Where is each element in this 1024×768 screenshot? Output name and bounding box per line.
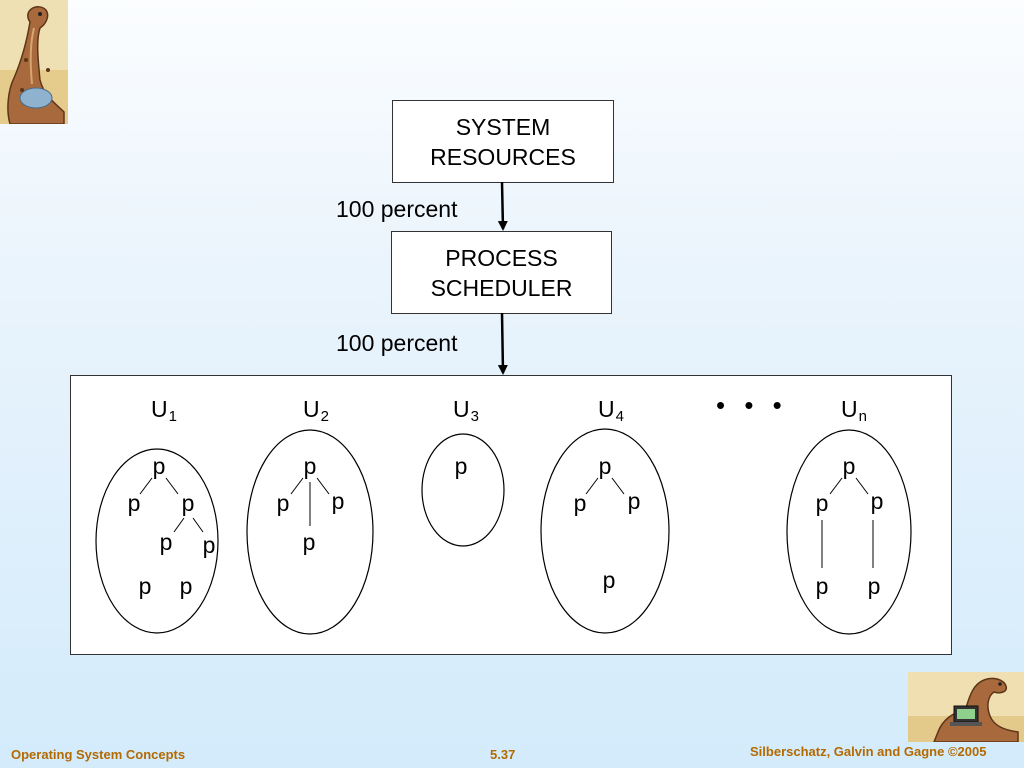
process-scheduler-line-2: SCHEDULER [430,274,573,301]
u2-edge [316,477,330,495]
edge-label-scheduler-to-users: 100 percent [336,330,458,356]
process-node: p [128,490,141,516]
u2-edge [290,477,304,495]
dinosaur-logo-icon [0,0,68,125]
process-node: p [277,490,290,516]
process-node: p [180,573,193,599]
footer-title: Operating System Concepts [11,747,186,762]
process-node: p [139,573,152,599]
user-label-3: U3 [453,396,479,425]
u1-edge [192,517,204,533]
footer-copyright: Silberschatz, Galvin and Gagne ©2005 [750,744,987,759]
user-label-n: Un [841,396,867,425]
process-node: p [603,567,616,593]
process-node: p [843,453,856,479]
process-node: p [182,490,195,516]
footer-page-number: 5.37 [490,747,516,762]
arrow-scheduler-to-users [497,312,508,375]
process-node: p [816,490,829,516]
u4-edge [585,477,599,495]
process-node: p [871,488,884,514]
system-resources-line-2: RESOURCES [430,143,576,170]
user-1-ellipse [95,448,219,634]
process-node: p [153,453,166,479]
process-node: p [303,529,316,555]
dinosaur-laptop-logo-icon [908,672,1024,743]
process-node: p [574,490,587,516]
users-container [70,375,952,655]
user-label-2: U2 [303,396,329,425]
user-4-ellipse [540,428,670,634]
u4-edge [611,477,625,495]
u1-edge [165,477,179,495]
process-node: p [599,453,612,479]
process-node: p [628,488,641,514]
process-node: p [816,573,829,599]
user-n-ellipse [786,429,912,635]
u1-edge [173,517,185,533]
process-node: p [332,488,345,514]
u1-edge [139,477,153,495]
arrow-resources-to-scheduler [497,181,508,231]
user-label-4: U4 [598,396,624,425]
user-2-ellipse [246,429,374,635]
edge-label-resources-to-scheduler: 100 percent [336,196,458,222]
process-node: p [203,532,216,558]
process-node: p [868,573,881,599]
un-edge [855,477,869,495]
un-edge [829,477,843,495]
user-3-ellipse [421,433,505,547]
user-label-1: U1 [151,396,177,425]
process-scheduler-line-1: PROCESS [445,244,558,271]
system-resources-line-1: SYSTEM [455,113,551,140]
process-node: p [304,453,317,479]
process-scheduler-box: PROCESS SCHEDULER [391,231,612,314]
process-node: p [455,453,468,479]
process-node: p [160,529,173,555]
system-resources-box: SYSTEM RESOURCES [392,100,614,183]
more-users-ellipsis: • • • [716,390,788,420]
